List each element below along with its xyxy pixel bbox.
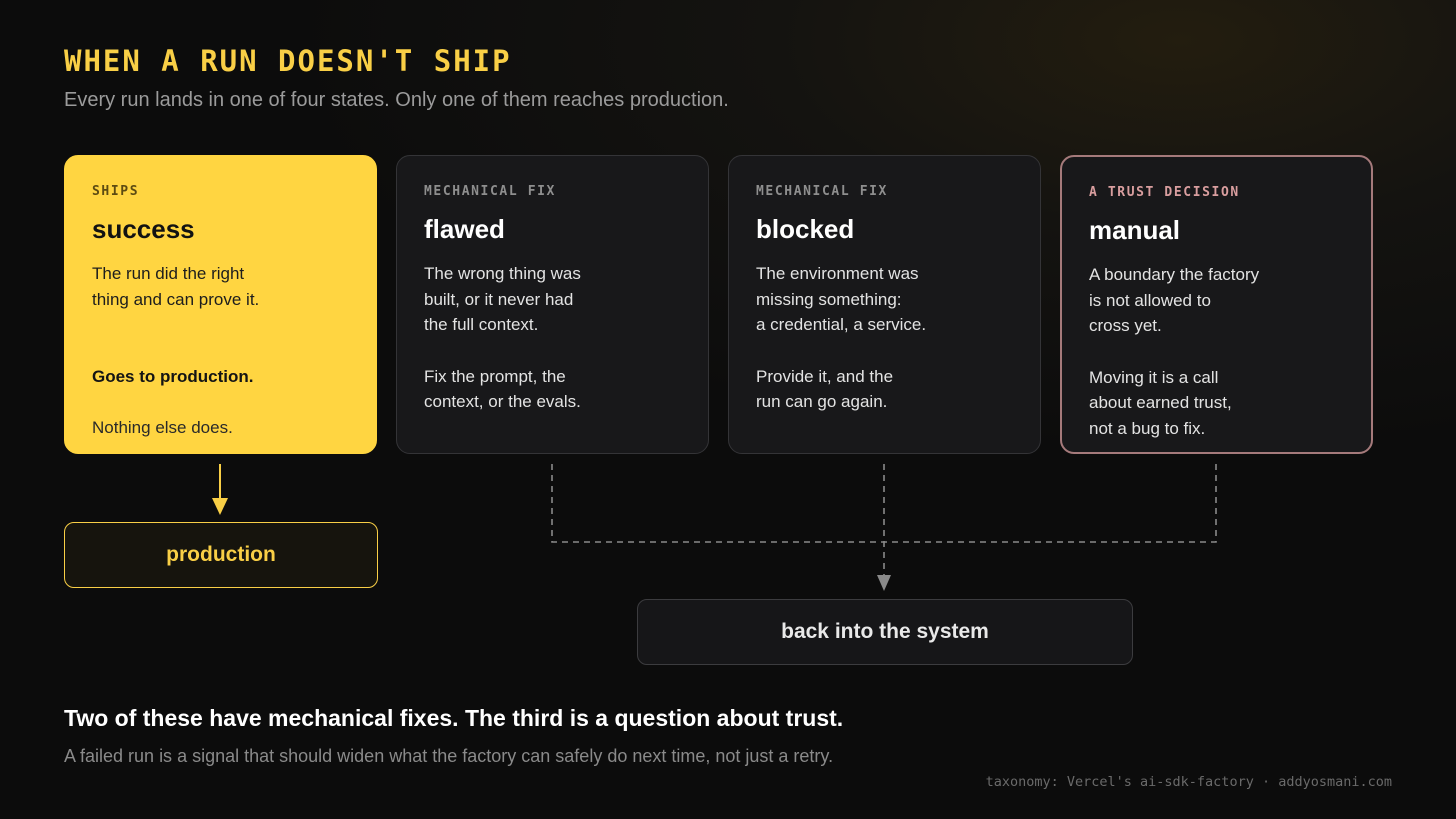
failed-runs-dashed-connector — [551, 464, 1217, 576]
card-note: Provide it, and the run can go again. — [756, 366, 894, 412]
back-into-system-box: back into the system — [637, 599, 1133, 665]
source-credit: taxonomy: Vercel's ai-sdk-factory · addy… — [985, 774, 1392, 790]
production-box: production — [64, 522, 378, 588]
card-description: The run did the right thing and can prov… — [92, 264, 260, 309]
success-to-production-arrow — [212, 464, 228, 515]
card-description: The wrong thing was built, or it never h… — [424, 264, 581, 334]
card-note: Moving it is a call about earned trust, … — [1089, 367, 1232, 438]
production-label: production — [166, 543, 276, 566]
card-kicker: MECHANICAL FIX — [424, 184, 556, 199]
card-description: A boundary the factory is not allowed to… — [1089, 265, 1260, 335]
card-description: The environment was missing something: a… — [756, 264, 927, 334]
card-note: Fix the prompt, the context, or the eval… — [424, 366, 581, 412]
page-subtitle: Every run lands in one of four states. O… — [64, 89, 729, 111]
card-kicker: SHIPS — [92, 184, 140, 199]
card-state-title: blocked — [756, 214, 855, 244]
card-blocked: MECHANICAL FIX blocked The environment w… — [728, 155, 1041, 454]
card-note-text: Nothing else does. — [92, 417, 233, 437]
card-state-title: flawed — [424, 214, 505, 244]
back-into-system-label: back into the system — [781, 620, 989, 643]
takeaway-heading: Two of these have mechanical fixes. The … — [64, 705, 844, 731]
card-success: SHIPS success The run did the right thin… — [64, 155, 377, 454]
card-kicker: A TRUST DECISION — [1089, 185, 1240, 200]
card-state-title: success — [92, 214, 195, 244]
card-state-title: manual — [1089, 215, 1181, 245]
card-note-emphasis: Goes to production. — [92, 366, 254, 386]
card-manual: A TRUST DECISION manual A boundary the f… — [1060, 155, 1373, 454]
card-note: Goes to production. Nothing else does. — [92, 338, 350, 440]
takeaway-detail: A failed run is a signal that should wid… — [64, 746, 834, 766]
card-flawed: MECHANICAL FIX flawed The wrong thing wa… — [396, 155, 709, 454]
page-title: WHEN A RUN DOESN'T SHIP — [64, 44, 512, 78]
card-kicker: MECHANICAL FIX — [756, 184, 888, 199]
back-arrow-head — [877, 575, 891, 591]
